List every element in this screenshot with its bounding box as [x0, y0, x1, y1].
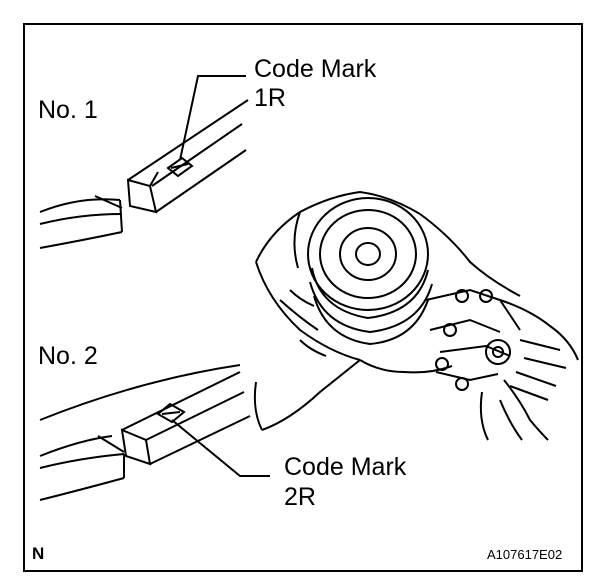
- leader-line-2r: [171, 419, 270, 477]
- ring-no2: [39, 364, 251, 501]
- corner-letter-n: N: [32, 544, 45, 563]
- ring-no1: [39, 99, 249, 249]
- code-mark-label-bottom: Code Mark: [284, 453, 407, 481]
- code-mark-1r-symbol: [166, 156, 194, 178]
- code-mark-value-2r: 2R: [284, 483, 316, 511]
- figure-frame: [23, 23, 583, 572]
- figure-id: A107617E02: [487, 547, 563, 562]
- ring-label-no1: No. 1: [38, 96, 98, 124]
- piston-hand-illustration: [253, 190, 579, 441]
- leader-line-1r: [179, 75, 246, 161]
- code-mark-2r-symbol: [156, 402, 186, 424]
- code-mark-label-top: Code Mark: [254, 55, 377, 83]
- ring-label-no2: No. 2: [38, 342, 98, 370]
- code-mark-value-1r: 1R: [254, 84, 286, 112]
